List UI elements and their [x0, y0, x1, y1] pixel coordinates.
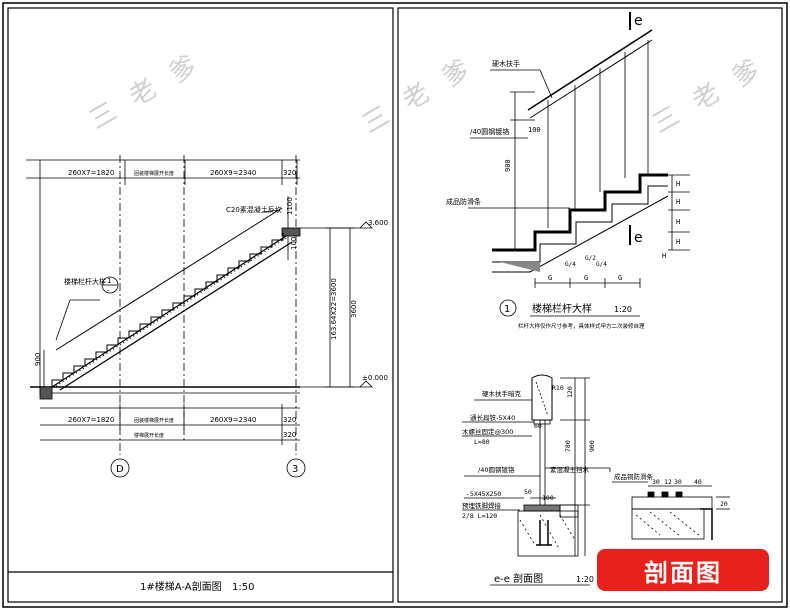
ref-sheet: - — [107, 287, 110, 295]
handrail-note: 硬木扶手暗克 — [482, 389, 522, 398]
dim-3600: 3600 — [350, 300, 358, 318]
right-panel-frame — [397, 7, 783, 603]
dim-40: 40 — [694, 478, 702, 486]
dim-900: 900 — [34, 353, 42, 366]
screw-note: 木螺丝固定@300 — [462, 427, 513, 436]
dim-top-end: 320 — [283, 169, 296, 177]
dim-1100: 1100 — [286, 197, 294, 215]
railing-label: 楼梯栏杆大样 — [64, 277, 106, 286]
dim-100: 100 — [290, 237, 298, 250]
note-c20: C20素混凝土反坎 — [226, 205, 282, 214]
dim-top-right: 260X9=2340 — [210, 169, 256, 177]
ee-scale: 1:20 — [576, 575, 594, 584]
axis-label-d: D — [116, 464, 124, 475]
dim-120: 120 — [566, 386, 574, 398]
dim-bot-total-end: 320 — [283, 431, 296, 439]
h-label: H — [676, 198, 680, 206]
anti-slip-label: 成品防滑条 — [446, 197, 481, 206]
h-label: H — [662, 252, 666, 260]
dim-900: 900 — [504, 159, 512, 172]
detail-scale: 1:20 — [614, 305, 632, 314]
dim-top-left: 260X7=1820 — [68, 169, 114, 177]
dim-top-mid: 固装楼梯展开长度 — [134, 170, 174, 177]
left-scale: 1:50 — [232, 582, 254, 593]
section-mark-top: e — [634, 13, 643, 29]
watermark-text: 三 老 爹 — [648, 51, 771, 139]
ee-title: e-e 剖面图 — [494, 572, 543, 585]
ref-num: 1 — [107, 277, 111, 285]
detail-title: 楼梯栏杆大样 — [532, 302, 592, 315]
section-ee — [462, 374, 611, 586]
rebar-label: 2/8 L=120 — [462, 512, 497, 520]
dim-bot-mid: 固装楼梯展开长度 — [134, 417, 174, 424]
embedded-label: 预埋铁脚焊接 — [462, 501, 502, 510]
g-label: G — [618, 274, 622, 282]
dim-bot-end: 320 — [283, 416, 296, 424]
h-label: H — [676, 218, 680, 226]
dim-60: 60 — [534, 422, 542, 430]
l80: L=80 — [474, 438, 490, 446]
dim-30: 30 — [674, 478, 682, 486]
dim-12: 12 — [664, 478, 672, 486]
dim-20: 20 — [720, 500, 728, 508]
flat-steel: 通长扁铁-5X40 — [470, 413, 515, 422]
handrail-label: 硬木扶手 — [492, 59, 520, 68]
g-label: G — [584, 274, 588, 282]
h-label: H — [676, 180, 680, 188]
left-title: 1#楼梯A-A剖面图 — [140, 580, 222, 593]
r10: R10 — [552, 384, 564, 392]
g-label: G — [548, 274, 552, 282]
watermark-text: 三 老 爹 — [84, 47, 207, 135]
watermark-text: 三 老 爹 — [358, 51, 481, 139]
anti-slip-label: 成品铜防滑条 — [614, 472, 654, 481]
dim-bot-left: 260X7=1820 — [68, 416, 114, 424]
g-frac: G/2 — [585, 255, 596, 262]
dim-30: 30 — [652, 478, 660, 486]
axis-label-3: 3 — [292, 464, 298, 475]
railing-detail — [468, 12, 690, 317]
dim-bot-right: 260X9=2340 — [210, 416, 256, 424]
left-panel-frame — [7, 7, 394, 603]
g-frac: G/4 — [565, 261, 576, 268]
h-label: H — [676, 238, 680, 246]
detail-num: 1 — [504, 304, 510, 315]
dim-900: 900 — [588, 440, 596, 452]
anti-slip-detail — [612, 481, 730, 540]
elev-top: 3.600 — [368, 219, 388, 227]
detail-note: 栏杆大样仅作尺寸参考，具体样式甲方二次装修自理 — [518, 322, 645, 330]
section-badge: 剖面图 — [597, 549, 769, 591]
bar-label: /40圆钢镀铬 — [478, 465, 515, 474]
dim-bot-total: 楼梯展开长度 — [134, 432, 164, 439]
concrete-label: 素混凝土挡水 — [550, 465, 590, 474]
dim-780: 780 — [564, 440, 572, 452]
stair-section-aa — [26, 155, 360, 455]
steel-bar-label: /40圆钢镀铬 — [470, 127, 509, 136]
dim-100: 100 — [542, 494, 554, 502]
section-mark-bot: e — [634, 230, 643, 246]
dim-50: 50 — [524, 488, 532, 496]
plate-label: -5X45X250 — [466, 490, 501, 498]
elev-bot: ±0.000 — [362, 374, 388, 382]
dim-100: 100 — [528, 126, 541, 134]
dim-steps: 163.64X22=3600 — [330, 278, 338, 340]
g-frac: G/4 — [596, 261, 607, 268]
